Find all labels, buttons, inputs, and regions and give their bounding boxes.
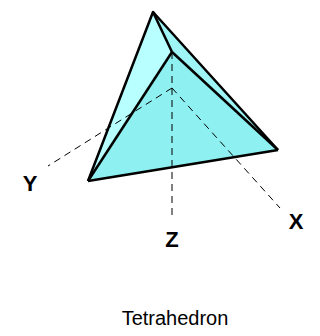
z-axis <box>172 52 173 216</box>
edge <box>88 150 278 181</box>
edge <box>88 52 172 181</box>
edge <box>172 52 278 150</box>
front-face <box>88 52 278 181</box>
caption: Tetrahedron <box>122 308 229 328</box>
back-edges <box>88 12 278 181</box>
edge <box>153 12 172 52</box>
axis-label: Y <box>23 173 38 195</box>
x-axis <box>172 88 280 208</box>
axis-label: X <box>289 211 304 233</box>
axis-label: Z <box>165 229 178 251</box>
